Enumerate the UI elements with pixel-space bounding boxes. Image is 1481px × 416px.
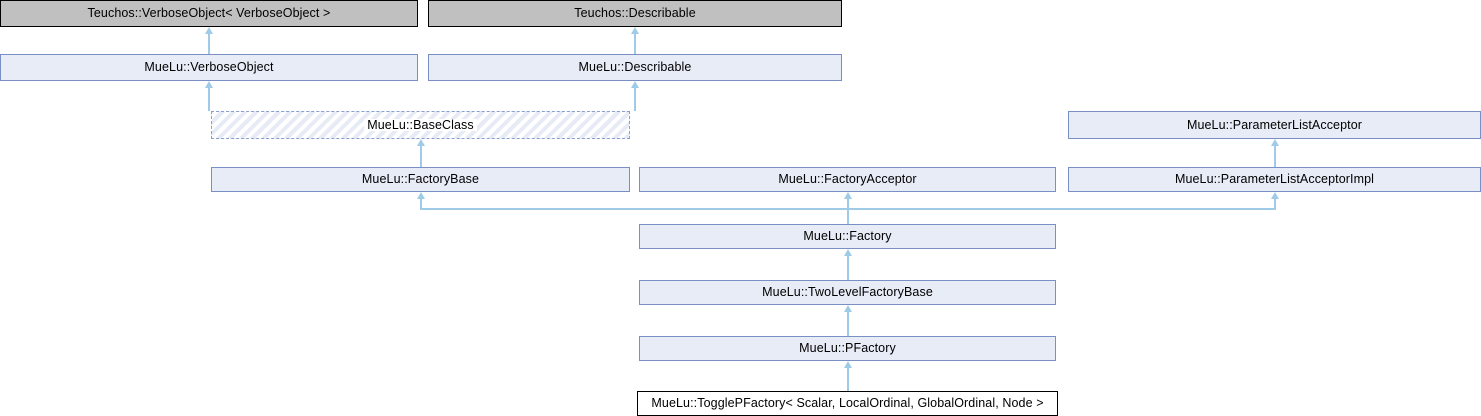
- arrowhead-baseclass-verboseobject: [204, 81, 213, 88]
- edge-describable-to-teuchos-describable: [634, 33, 636, 54]
- arrowhead-factory-plistacceptorimpl: [1270, 192, 1279, 199]
- arrowhead-twolevelfactorybase: [843, 249, 852, 256]
- arrowhead-togglepfactory: [843, 361, 852, 368]
- class-node-label: MueLu::PFactory: [799, 341, 896, 356]
- arrowhead-describable: [630, 27, 639, 34]
- class-node-label: MueLu::Describable: [578, 60, 692, 75]
- edge-factory-to-factoryacceptor: [847, 198, 849, 225]
- class-node-label: MueLu::FactoryAcceptor: [778, 172, 917, 187]
- edge-factory-to-factorybase: [420, 198, 422, 209]
- class-node-label: MueLu::ParameterListAcceptor: [1186, 117, 1363, 132]
- edge-twolevelfactorybase-to-factory: [847, 255, 849, 280]
- class-node-label: MueLu::VerboseObject: [144, 60, 274, 75]
- arrowhead-pfactory: [843, 305, 852, 312]
- edge-togglepfactory-to-pfactory: [847, 367, 849, 391]
- arrowhead-factory-factoryacceptor: [843, 192, 852, 199]
- arrowhead-factory-factorybase: [416, 192, 425, 199]
- class-node-muelu-pfactory[interactable]: MueLu::PFactory: [639, 336, 1056, 361]
- class-node-muelu-twolevelfactorybase[interactable]: MueLu::TwoLevelFactoryBase: [639, 280, 1056, 305]
- edge-factory-to-plistacceptorimpl: [1274, 198, 1276, 209]
- edge-verboseobject-to-teuchos-verboseobject: [208, 33, 210, 54]
- class-node-muelu-togglepfactory[interactable]: MueLu::TogglePFactory< Scalar, LocalOrdi…: [637, 391, 1058, 416]
- class-node-label: Teuchos::Describable: [574, 6, 696, 21]
- class-node-muelu-baseclass[interactable]: MueLu::BaseClass: [211, 111, 630, 139]
- arrowhead-baseclass-describable: [630, 81, 639, 88]
- class-node-label: MueLu::TogglePFactory< Scalar, LocalOrdi…: [651, 396, 1044, 411]
- edge-baseclass-to-describable: [634, 87, 636, 111]
- class-node-label: MueLu::ParameterListAcceptorImpl: [1174, 172, 1375, 187]
- class-node-muelu-factoryacceptor[interactable]: MueLu::FactoryAcceptor: [639, 167, 1056, 192]
- edge-baseclass-to-verboseobject: [208, 87, 210, 111]
- class-node-muelu-parameterlistacceptorimpl[interactable]: MueLu::ParameterListAcceptorImpl: [1068, 167, 1481, 192]
- class-node-label: MueLu::FactoryBase: [361, 172, 480, 187]
- edge-plistacceptorimpl-to-plistacceptor: [1274, 145, 1276, 167]
- arrowhead-verboseobject: [204, 27, 213, 34]
- arrowhead-factorybase-baseclass: [416, 139, 425, 146]
- class-node-muelu-factory[interactable]: MueLu::Factory: [639, 224, 1056, 249]
- class-node-label: MueLu::Factory: [803, 229, 892, 244]
- class-node-muelu-parameterlistacceptor[interactable]: MueLu::ParameterListAcceptor: [1068, 111, 1481, 139]
- edge-pfactory-to-twolevelfactorybase: [847, 311, 849, 336]
- class-node-label: MueLu::TwoLevelFactoryBase: [762, 285, 933, 300]
- class-node-label: MueLu::BaseClass: [364, 119, 477, 132]
- class-node-muelu-verboseobject[interactable]: MueLu::VerboseObject: [0, 54, 418, 81]
- class-node-teuchos-verboseobject[interactable]: Teuchos::VerboseObject< VerboseObject >: [0, 0, 418, 27]
- edge-factorybase-to-baseclass: [420, 145, 422, 167]
- arrowhead-plistacceptorimpl: [1270, 139, 1279, 146]
- class-node-muelu-factorybase[interactable]: MueLu::FactoryBase: [211, 167, 630, 192]
- class-node-teuchos-describable[interactable]: Teuchos::Describable: [428, 0, 842, 27]
- class-node-muelu-describable[interactable]: MueLu::Describable: [428, 54, 842, 81]
- class-node-label: Teuchos::VerboseObject< VerboseObject >: [87, 6, 331, 21]
